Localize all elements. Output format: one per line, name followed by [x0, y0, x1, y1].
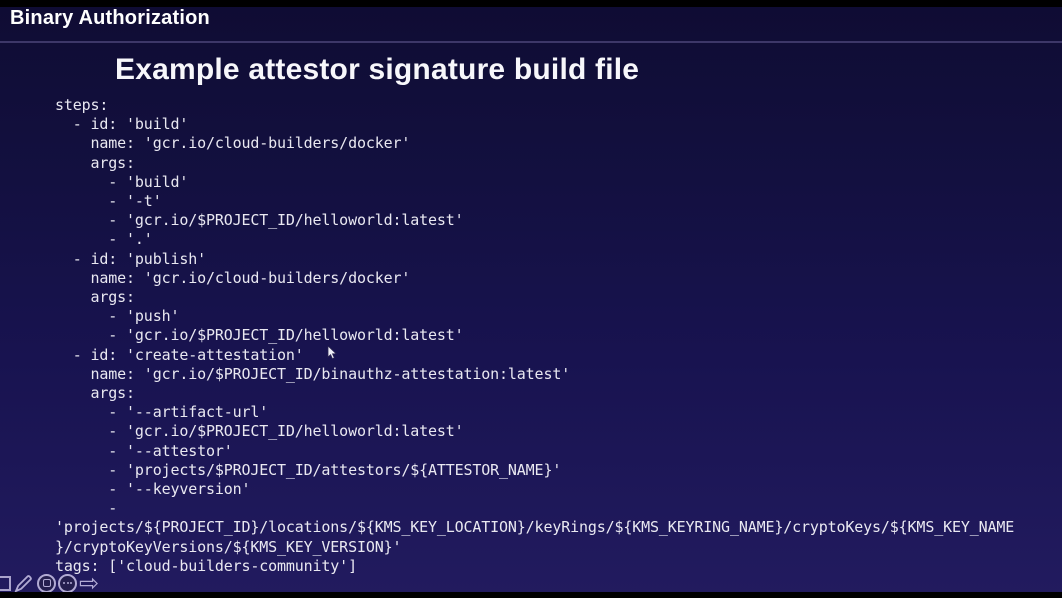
bottom-letterbox-bar	[0, 592, 1062, 598]
annotation-toolbar: ⇨	[0, 571, 99, 595]
mouse-cursor-icon	[327, 346, 337, 360]
code-block: steps: - id: 'build' name: 'gcr.io/cloud…	[55, 96, 1015, 575]
more-options-circle-icon[interactable]	[58, 573, 77, 593]
top-letterbox-bar	[0, 0, 1062, 7]
header-divider	[0, 41, 1062, 43]
next-arrow-icon[interactable]: ⇨	[79, 569, 100, 597]
square-shape-icon[interactable]	[0, 575, 11, 591]
pencil-icon[interactable]	[13, 572, 35, 594]
slide-title: Example attestor signature build file	[115, 53, 640, 86]
slide-header-label: Binary Authorization	[10, 7, 210, 29]
rectangle-tool-circle-icon[interactable]	[37, 573, 56, 593]
